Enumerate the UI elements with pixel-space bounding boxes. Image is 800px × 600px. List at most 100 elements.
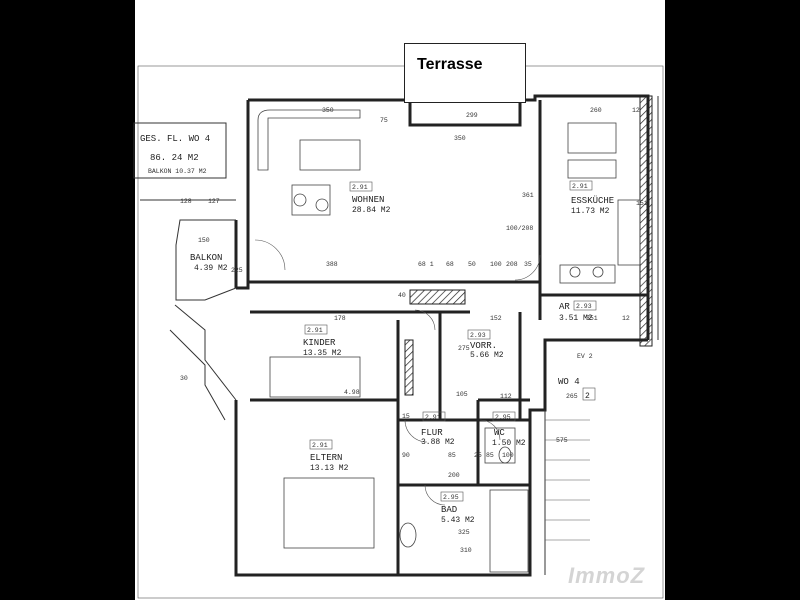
dimension-label: 112 xyxy=(500,393,512,400)
room-ar: 2.93 AR 3.51 M2 xyxy=(559,300,597,323)
dimension-label: 30 xyxy=(180,375,188,382)
room-area: 13.35 M2 xyxy=(303,349,342,358)
room-area: 5.66 M2 xyxy=(470,351,504,360)
dimension-label: 325 xyxy=(458,529,470,536)
room-name: BALKON xyxy=(190,253,222,263)
room-kinder: 2.91 KINDER 13.35 M2 xyxy=(303,324,342,358)
unit-number-box xyxy=(582,387,596,401)
dimension-label: 12 xyxy=(632,107,640,114)
room-area: 5.43 M2 xyxy=(441,516,475,525)
dimension-label: 265 xyxy=(566,393,578,400)
dimension-label: 85 xyxy=(448,452,456,459)
sheet-border xyxy=(137,65,664,599)
dimension-label: 50 xyxy=(468,261,476,268)
dimension-label: 15 xyxy=(402,413,410,420)
dimension-label: 350 xyxy=(322,107,334,114)
dimension-label: 152 xyxy=(490,315,502,322)
room-area: 13.13 M2 xyxy=(310,464,349,473)
dimension-label: 12 xyxy=(622,315,630,322)
dimension-label: 90 xyxy=(402,452,410,459)
room-area: 1.50 M2 xyxy=(492,439,526,448)
left-letterbox-bar xyxy=(0,0,135,600)
room-tag: 2.95 xyxy=(495,414,511,421)
room-balkon: BALKON 4.39 M2 xyxy=(190,253,228,273)
room-name: ELTERN xyxy=(310,453,342,463)
dimension-label: 208 xyxy=(506,261,518,268)
dimension-label: 178 xyxy=(334,315,346,322)
dimension-label: 260 xyxy=(590,107,602,114)
room-name: WOHNEN xyxy=(352,195,384,205)
dimension-label: 100 xyxy=(490,261,502,268)
room-area: 4.39 M2 xyxy=(194,264,228,273)
outer-walls xyxy=(234,94,659,577)
room-tag: 2.93 xyxy=(470,332,486,339)
balcony-outline xyxy=(140,199,237,421)
dimension-label: 25 xyxy=(474,452,482,459)
dimension-label: 151 xyxy=(636,200,648,207)
unit-label: WO 4 xyxy=(558,377,580,387)
room-name: AR xyxy=(559,302,570,312)
dimension-label: 100 xyxy=(502,452,514,459)
dimension-label: 100/208 xyxy=(506,225,533,232)
unit-number: 2 xyxy=(585,392,590,401)
dimension-label: 85 xyxy=(486,452,494,459)
dimension-label: 40 xyxy=(398,292,406,299)
room-name: BAD xyxy=(441,505,457,515)
room-vorr: 2.93 VORR. 5.66 M2 xyxy=(467,329,504,360)
furniture xyxy=(257,109,641,573)
room-name: ESSKÜCHE xyxy=(571,195,614,206)
dimension-label: 299 xyxy=(466,112,478,119)
dimension-label: 35 xyxy=(524,261,532,268)
terrace-label-box: Terrasse xyxy=(404,43,526,103)
dimension-label: 68 1 xyxy=(418,261,434,268)
room-area: 11.73 M2 xyxy=(571,207,610,216)
dimension-label: 575 xyxy=(556,437,568,444)
room-name: FLUR xyxy=(421,428,443,438)
room-tag: 2.93 xyxy=(576,303,592,310)
room-area: 3.51 M2 xyxy=(559,314,593,323)
room-flur: 2.91 FLUR 3.88 M2 xyxy=(421,411,455,447)
summary-line2: 86. 24 M2 xyxy=(150,153,199,163)
terrace-label: Terrasse xyxy=(417,56,483,73)
door-swings xyxy=(254,239,541,506)
dimension-label: 4.98 xyxy=(344,389,360,396)
room-tag: 2.95 xyxy=(443,494,459,501)
room-name: WC xyxy=(494,428,505,438)
room-wohnen: 2.91 WOHNEN 28.84 M2 xyxy=(349,181,391,215)
dimension-label: 350 xyxy=(454,135,466,142)
room-wc: 2.95 WC 1.50 M2 xyxy=(492,411,526,448)
room-tag: 2.91 xyxy=(352,184,368,191)
room-eltern: 2.91 ELTERN 13.13 M2 xyxy=(309,439,349,473)
dimension-label: 128 xyxy=(180,198,192,205)
dimension-label: 225 xyxy=(231,267,243,274)
dimension-label: 275 xyxy=(458,345,470,352)
dimension-label: 388 xyxy=(326,261,338,268)
dimension-label: 75 xyxy=(380,117,388,124)
interior-walls xyxy=(248,100,648,575)
room-name: VORR. xyxy=(470,341,497,351)
summary-line3: BALKON 10.37 M2 xyxy=(148,168,207,175)
dimension-label: 310 xyxy=(460,547,472,554)
dimension-label: 68 xyxy=(446,261,454,268)
room-esskueche: 2.91 ESSKÜCHE 11.73 M2 xyxy=(569,180,614,216)
room-tag: 2.91 xyxy=(307,327,323,334)
room-bad: 2.95 BAD 5.43 M2 xyxy=(440,491,475,525)
dimension-label: 351 xyxy=(586,315,598,322)
dimension-label: 127 xyxy=(208,198,220,205)
dimension-label: 105 xyxy=(456,391,468,398)
summary-box xyxy=(133,122,227,179)
room-tag: 2.91 xyxy=(425,414,441,421)
room-tag: 2.91 xyxy=(312,442,328,449)
dimension-label: 361 xyxy=(522,192,534,199)
summary-line1: GES. FL. WO 4 xyxy=(140,134,210,144)
ev-label: EV 2 xyxy=(577,353,593,360)
dimension-labels: 350 299 350 260 12 75 361 151 128 127 15… xyxy=(180,107,648,554)
room-name: KINDER xyxy=(303,338,336,348)
watermark: ImmoZ xyxy=(568,563,646,588)
right-letterbox-bar xyxy=(665,0,800,600)
room-tag: 2.91 xyxy=(572,183,588,190)
room-area: 3.88 M2 xyxy=(421,438,455,447)
staircase xyxy=(544,410,590,575)
